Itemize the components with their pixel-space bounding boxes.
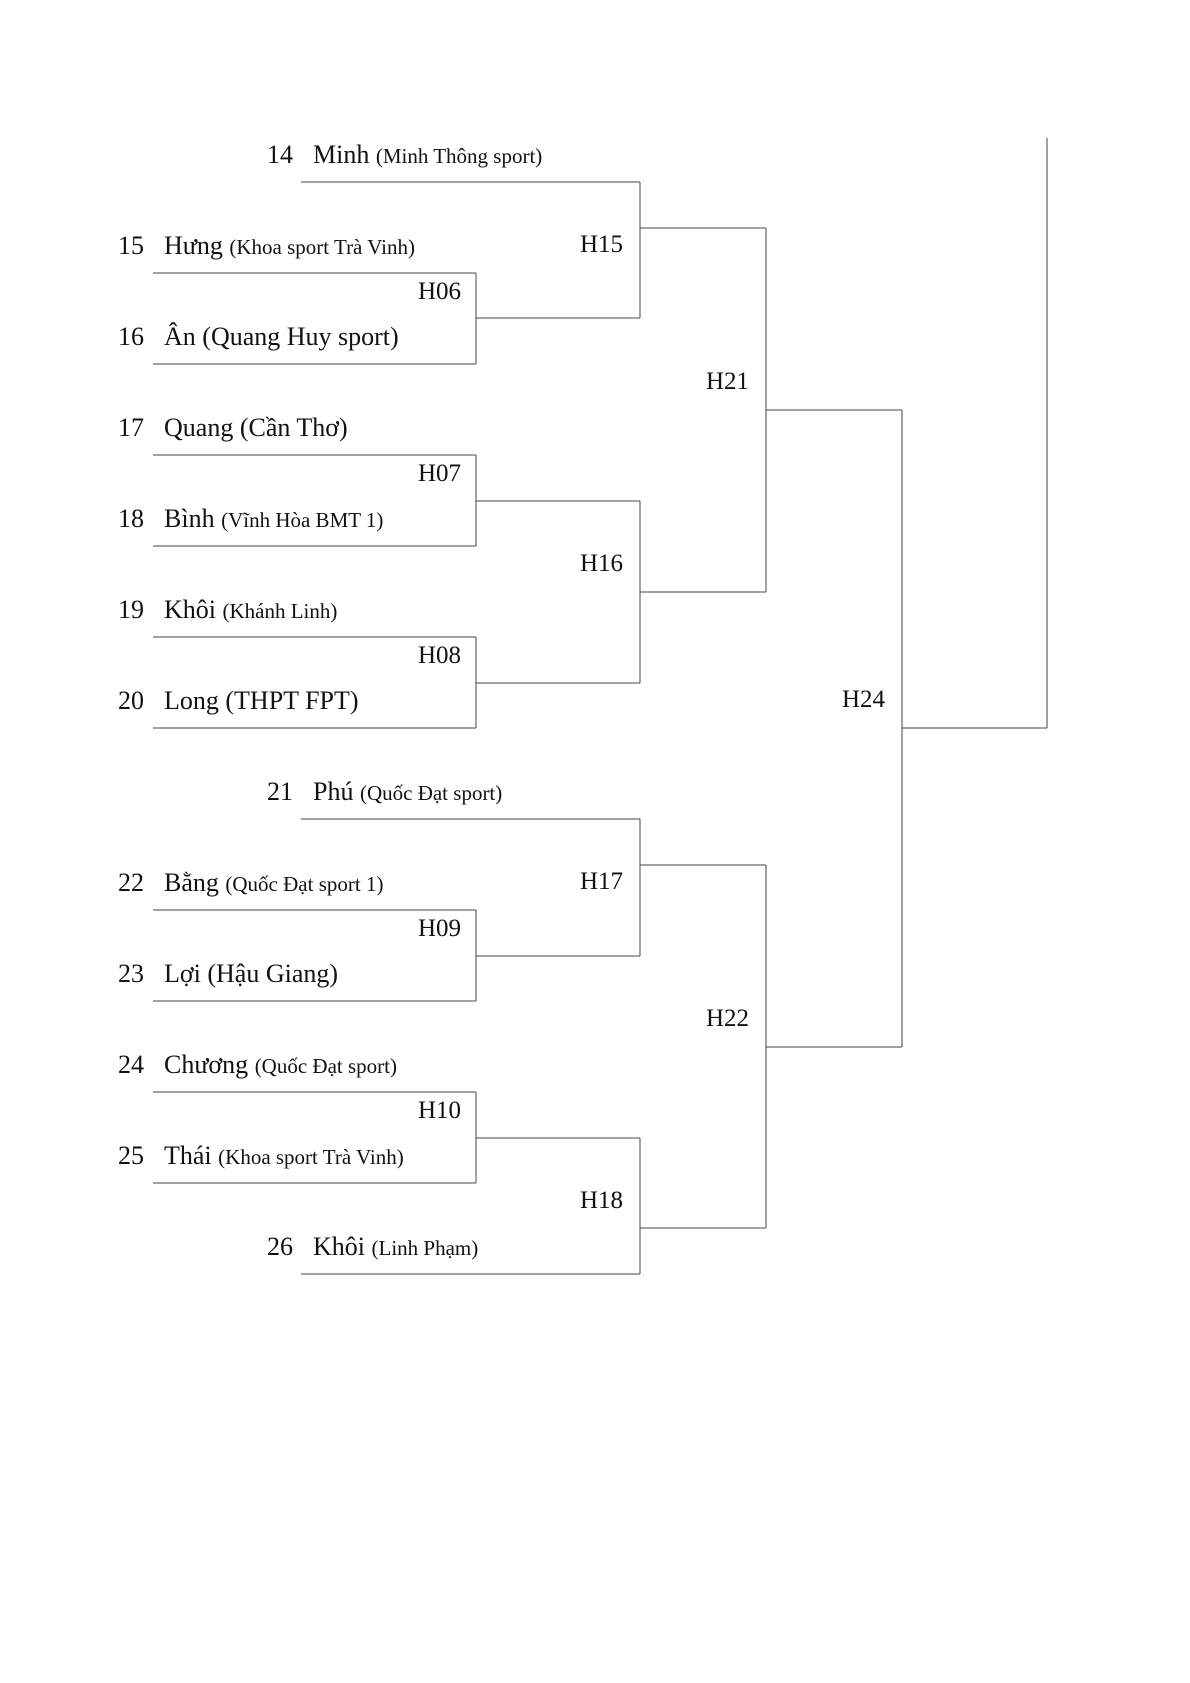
- match-label-h16: H16: [580, 550, 624, 577]
- match-label-h17: H17: [580, 868, 624, 895]
- match-label-h07: H07: [418, 460, 462, 487]
- player-club: (Quốc Đạt sport 1): [225, 872, 384, 896]
- seed-number: 24: [118, 1050, 144, 1079]
- seed-number: 26: [267, 1232, 293, 1261]
- player-name: Khôi: [313, 1232, 365, 1261]
- player-club: (Cần Thơ): [239, 413, 348, 442]
- player-name: Quang: [164, 413, 234, 442]
- player-15: 15 Hưng (Khoa sport Trà Vinh): [118, 231, 415, 262]
- player-club: (Linh Phạm): [371, 1236, 479, 1260]
- player-name: Long: [164, 686, 219, 715]
- player-name: Minh: [313, 140, 370, 169]
- player-club: (Khoa sport Trà Vinh): [218, 1145, 404, 1169]
- match-label-h15: H15: [580, 231, 624, 258]
- player-club: (Vĩnh Hòa BMT 1): [221, 508, 384, 532]
- player-18: 18 Bình (Vĩnh Hòa BMT 1): [118, 504, 384, 535]
- player-name: Bằng: [164, 868, 219, 897]
- player-16: 16 Ân (Quang Huy sport): [118, 322, 399, 352]
- seed-number: 23: [118, 959, 144, 988]
- player-club: (Quang Huy sport): [202, 322, 399, 351]
- match-label-h09: H09: [418, 915, 462, 942]
- player-17: 17 Quang (Cần Thơ): [118, 413, 348, 443]
- player-club: (Hậu Giang): [207, 959, 339, 988]
- match-label-h06: H06: [418, 278, 462, 305]
- player-22: 22 Bằng (Quốc Đạt sport 1): [118, 868, 384, 899]
- seed-number: 15: [118, 231, 144, 260]
- match-label-h08: H08: [418, 642, 462, 669]
- seed-number: 18: [118, 504, 144, 533]
- player-21: 21 Phú (Quốc Đạt sport): [267, 777, 503, 808]
- player-name: Thái: [164, 1141, 212, 1170]
- player-14: 14 Minh (Minh Thông sport): [267, 140, 543, 171]
- match-label-h21: H21: [706, 368, 750, 395]
- match-label-h18: H18: [580, 1187, 624, 1214]
- player-club: (Quốc Đạt sport): [359, 781, 503, 805]
- seed-number: 21: [267, 777, 293, 806]
- seed-number: 14: [267, 140, 293, 169]
- player-club: (Quốc Đạt sport): [254, 1054, 397, 1078]
- player-name: Phú: [313, 777, 354, 806]
- seed-number: 19: [118, 595, 144, 624]
- match-label-h24: H24: [842, 686, 886, 713]
- player-name: Lợi: [164, 959, 201, 988]
- player-24: 24 Chương (Quốc Đạt sport): [118, 1050, 397, 1081]
- player-name: Chương: [164, 1050, 249, 1079]
- player-25: 25 Thái (Khoa sport Trà Vinh): [118, 1141, 404, 1172]
- player-23: 23 Lợi (Hậu Giang): [118, 959, 339, 989]
- player-club: (THPT FPT): [225, 686, 359, 715]
- match-label-h10: H10: [418, 1097, 462, 1124]
- player-19: 19 Khôi (Khánh Linh): [118, 595, 338, 626]
- player-20: 20 Long (THPT FPT): [118, 686, 359, 716]
- match-label-h22: H22: [706, 1005, 750, 1032]
- player-club: (Khánh Linh): [222, 599, 338, 623]
- player-name: Hưng: [164, 231, 223, 260]
- player-26: 26 Khôi (Linh Phạm): [267, 1232, 479, 1263]
- player-club: (Khoa sport Trà Vinh): [229, 235, 415, 259]
- seed-number: 22: [118, 868, 144, 897]
- player-name: Khôi: [164, 595, 216, 624]
- player-club: (Minh Thông sport): [375, 144, 543, 168]
- seed-number: 20: [118, 686, 144, 715]
- seed-number: 25: [118, 1141, 144, 1170]
- player-name: Bình: [164, 504, 215, 533]
- seed-number: 16: [118, 322, 144, 351]
- seed-number: 17: [118, 413, 144, 442]
- player-name: Ân: [164, 322, 196, 351]
